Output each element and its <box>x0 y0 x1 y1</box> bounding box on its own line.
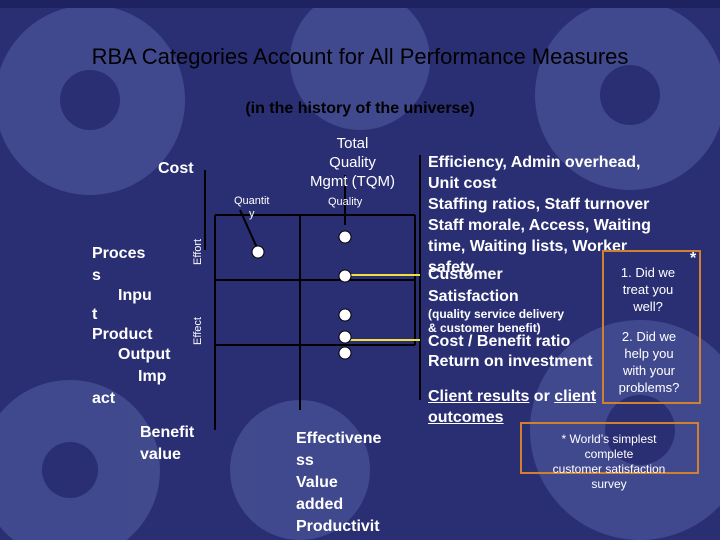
label-quality: Quality <box>328 196 363 208</box>
page-subtitle: (in the history of the universe) <box>245 100 475 117</box>
label-impact-act: act <box>92 390 116 407</box>
dot-quality-service <box>338 308 352 322</box>
star-marker: * <box>690 250 697 267</box>
label-effect: Effect <box>192 317 204 345</box>
dot-quality <box>338 230 352 244</box>
dot-customer <box>338 269 352 283</box>
label-quantity: Quantit y <box>234 195 270 220</box>
footnote: * World’s simplest complete customer sat… <box>552 432 666 491</box>
label-effectiveness: Effectivene ss Value added Productivit <box>296 430 382 535</box>
dot-quantity <box>251 245 265 259</box>
question-1: 1. Did we treat you well? <box>620 265 676 314</box>
footnote-box <box>520 422 699 474</box>
label-output: Output <box>118 346 171 363</box>
question-2: 2. Did we help you with your problems? <box>618 329 680 395</box>
label-impact: Imp <box>138 368 167 385</box>
dot-roi <box>338 346 352 360</box>
dot-cost-benefit <box>338 330 352 344</box>
label-benefit: Benefit value <box>140 424 195 463</box>
measures-list: Efficiency, Admin overhead, Unit cost St… <box>428 154 651 276</box>
label-input-t: t <box>92 306 98 323</box>
label-process: Proces s <box>92 245 146 284</box>
label-product: Product <box>92 326 153 343</box>
customer-satisfaction: Customer Satisfaction <box>428 266 519 305</box>
survey-questions-box <box>602 250 701 404</box>
label-input: Inpu <box>118 287 152 304</box>
cost-benefit: Cost / Benefit ratio Return on investmen… <box>428 333 593 370</box>
label-effort: Effort <box>192 238 204 265</box>
client-results: Client results or client outcomes <box>428 388 597 426</box>
quality-service-note: (quality service delivery & customer ben… <box>428 307 565 335</box>
page-title: RBA Categories Account for All Performan… <box>91 44 629 69</box>
label-cost: Cost <box>158 160 194 177</box>
label-tqm: Total Quality Mgmt (TQM) <box>310 135 395 190</box>
